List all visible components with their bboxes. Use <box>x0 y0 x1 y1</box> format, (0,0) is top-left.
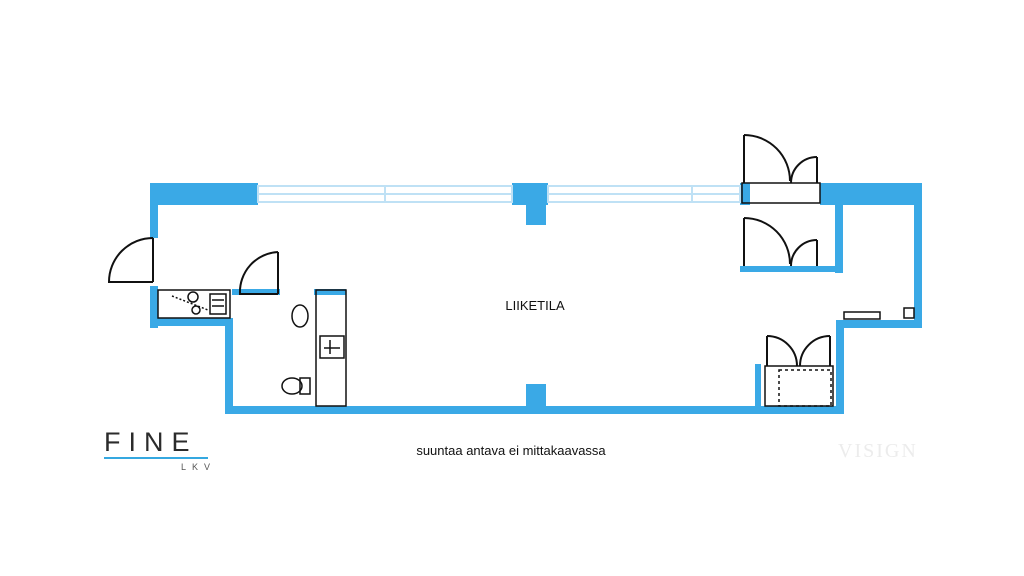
closet-outline <box>764 365 834 407</box>
kitchenette <box>157 289 231 319</box>
room-label: LIIKETILA <box>505 298 565 313</box>
walls <box>150 183 922 414</box>
logo-sub-text: LKV <box>180 462 216 472</box>
windows <box>257 185 741 203</box>
logo-main-text: FINE <box>104 427 198 457</box>
scale-caption: suuntaa antava ei mittakaavassa <box>416 443 606 458</box>
watermark: VISIGN <box>838 440 918 462</box>
brand-logo: FINE LKV <box>104 428 216 472</box>
logo-underline <box>104 457 208 459</box>
fixtures-right <box>843 307 915 320</box>
doors <box>107 134 831 367</box>
bathroom-fixtures <box>281 289 347 407</box>
